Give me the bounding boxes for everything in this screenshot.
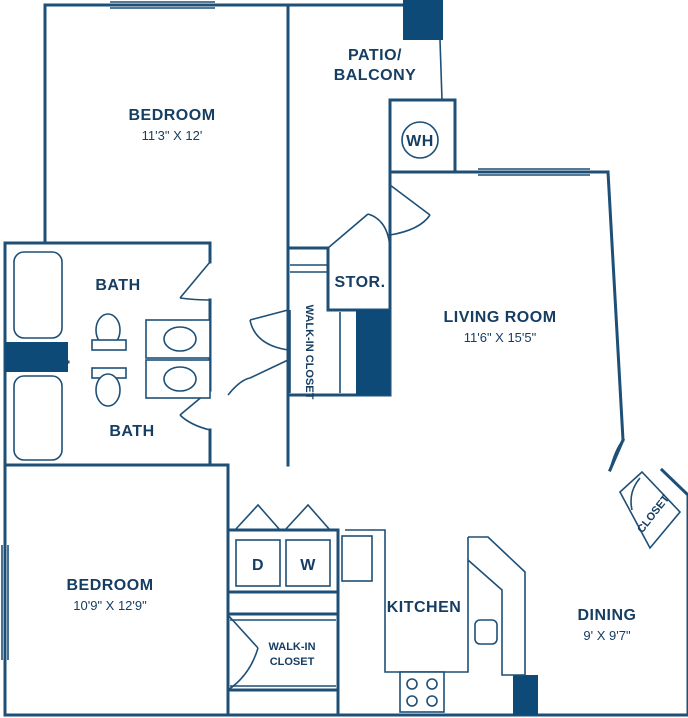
dining-size: 9' X 9'7" [583,628,631,643]
walk-in-closet-2-line1: WALK-IN [268,641,315,653]
dryer [235,539,281,587]
bedroom-2: BEDROOM 10'9" X 12'9" [66,577,153,613]
kitchen-name: KITCHEN [387,599,462,616]
bedroom-2-size: 10'9" X 12'9" [73,598,147,613]
sink-upper [163,326,197,352]
kitchen: KITCHEN [341,529,526,713]
living-room: LIVING ROOM 11'6" X 15'5" [443,309,556,345]
bath-upper-name: BATH [95,277,140,294]
doors [179,184,624,691]
living-room-name: LIVING ROOM [443,309,556,326]
living-room-size: 11'6" X 15'5" [464,330,537,345]
walk-in-closet-1: WALK-IN CLOSET [289,264,328,400]
bedroom-2-name: BEDROOM [66,577,153,594]
solid-blocks [5,0,538,715]
water-heater-label: WH [406,133,434,150]
bath-lower-name: BATH [109,423,154,440]
bathtub-lower [13,375,63,461]
patio-label-line2: BALCONY [334,67,417,84]
storage: STOR. [334,274,385,291]
patio-label-line1: PATIO/ [348,47,402,64]
bath-upper: BATH [13,251,211,359]
storage-label: STOR. [334,274,385,291]
bathtub-upper [13,251,63,339]
refrigerator [341,535,373,582]
sink-lower [163,366,197,392]
walk-in-closet-1-label: WALK-IN CLOSET [303,305,315,400]
water-heater: WH [401,121,439,159]
kitchen-sink [474,619,498,645]
toilet-tank-upper [91,339,127,351]
walk-in-closet-2: WALK-IN CLOSET [230,619,336,687]
laundry: D W [235,539,331,587]
toilet-lower [95,373,121,407]
walk-in-closet-2-line2: CLOSET [270,656,315,668]
bedroom-1-size: 11'3" X 12' [142,128,203,143]
washer-label: W [300,557,316,574]
stove [399,671,445,713]
bedroom-1-name: BEDROOM [128,107,215,124]
dryer-label: D [252,557,264,574]
bath-lower: BATH [13,359,211,461]
dining-name: DINING [578,607,637,624]
patio-balcony: PATIO/ BALCONY [334,47,417,84]
dining: DINING 9' X 9'7" [578,607,637,643]
washer [285,539,331,587]
closet: CLOSET [619,470,682,550]
bedroom-1: BEDROOM 11'3" X 12' [128,107,215,143]
